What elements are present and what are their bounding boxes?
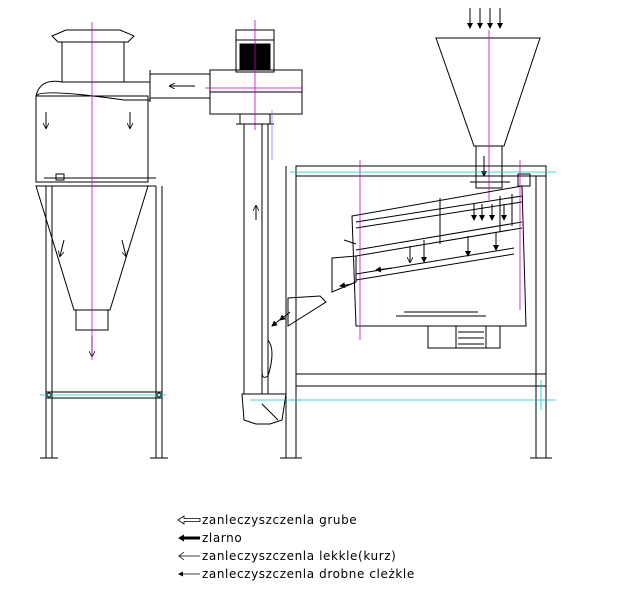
grain-chute <box>287 295 327 327</box>
legend-item-fine-heavy: zanleczyszczenla drobne cleżkle <box>176 565 476 583</box>
legend-item-coarse: zanleczyszczenla grube <box>176 511 476 529</box>
vibrator-motor <box>427 325 501 349</box>
sieve-middle <box>355 221 523 251</box>
open-arrow-left-icon <box>178 551 200 561</box>
frame-top-bar <box>295 165 547 177</box>
elevator-base <box>241 393 287 425</box>
cyclone-chimney <box>61 41 125 83</box>
elevator-tube <box>243 123 269 395</box>
discharge-spout <box>331 255 357 293</box>
elevator-hook <box>261 339 273 378</box>
legend-label: zlarno <box>202 531 243 545</box>
cyclone <box>35 29 168 459</box>
legend-item-light: zanleczyszczenla lekkle(kurz) <box>176 547 476 565</box>
sieve-upper <box>355 195 523 223</box>
filled-arrow-left-icon <box>178 534 200 542</box>
legend-label: zanleczyszczenla lekkle(kurz) <box>202 549 397 563</box>
legend-label: zanleczyszczenla drobne cleżkle <box>202 567 415 581</box>
hopper-funnel <box>435 37 541 147</box>
small-filled-arrow-left-icon <box>178 571 200 577</box>
separator-frame <box>295 165 552 459</box>
hollow-arrow-left-icon <box>177 515 201 525</box>
cyclone-hood <box>51 29 135 43</box>
legend-label: zanleczyszczenla grube <box>202 513 358 527</box>
legend: zanleczyszczenla grube zlarno zanleczysz… <box>176 511 476 583</box>
cyclone-inlet <box>35 80 151 101</box>
legend-item-grain: zlarno <box>176 529 476 547</box>
feed-hopper <box>435 8 541 189</box>
fan-assembly <box>149 29 303 125</box>
elevator <box>241 123 327 459</box>
